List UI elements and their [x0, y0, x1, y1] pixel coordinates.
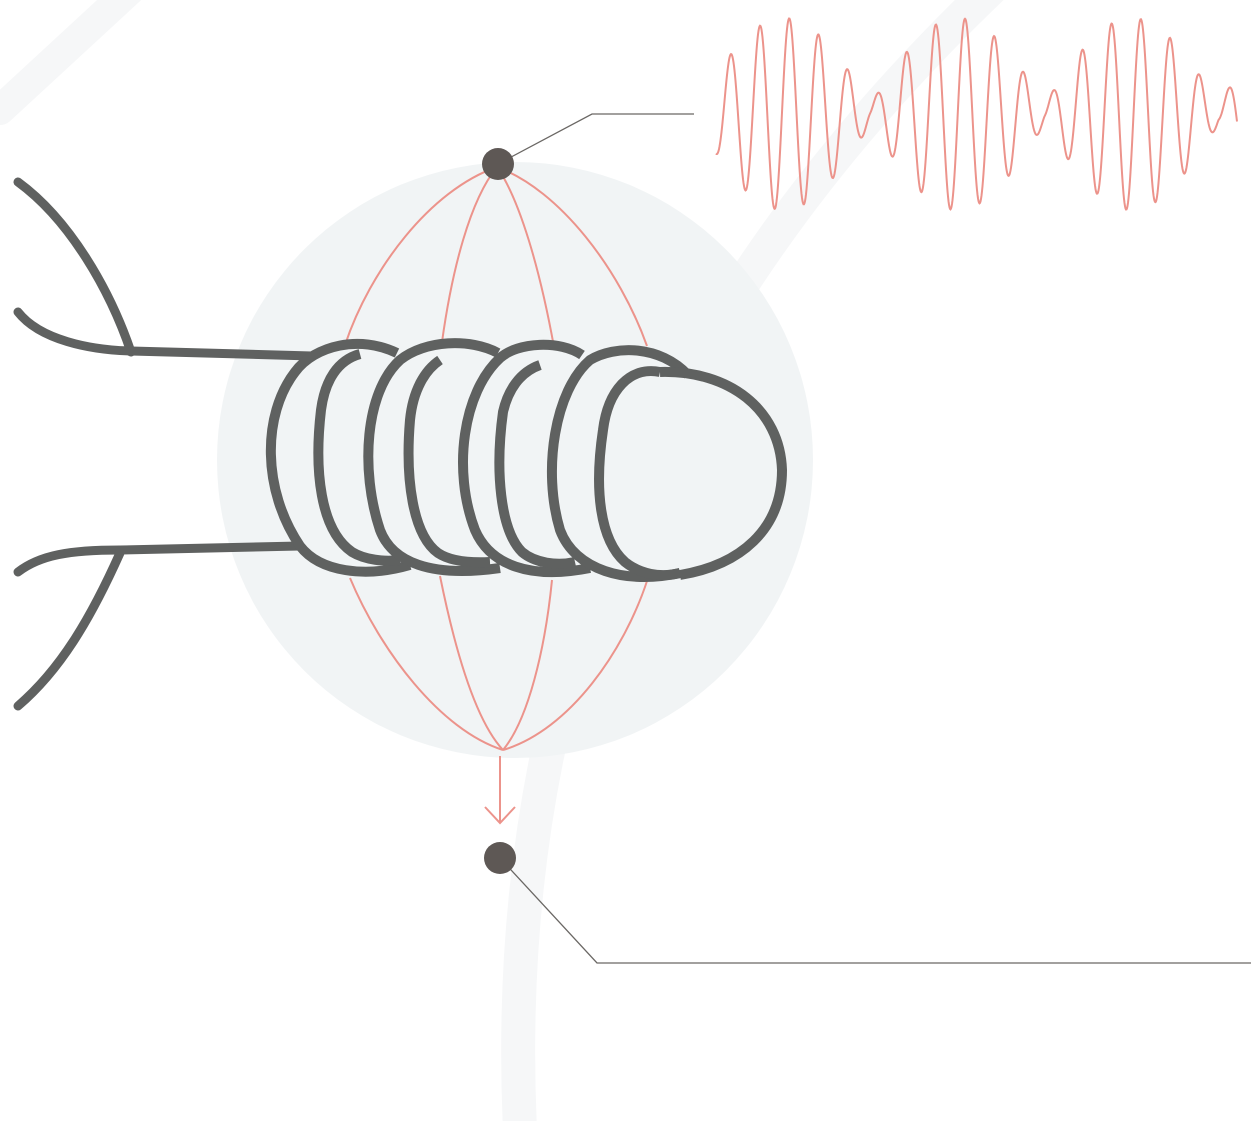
- coil-loop-1-inner: [313, 349, 401, 566]
- coil-end-cap: [659, 366, 787, 580]
- field-halo: [217, 162, 813, 758]
- magnetic-field-lines-icon: [344, 166, 649, 751]
- lead-wire-lower: [115, 541, 305, 555]
- coil-icon: [265, 338, 787, 583]
- field-line-bottom-1: [349, 577, 504, 751]
- field-line-top-1: [344, 166, 498, 346]
- field-line-bottom-3: [502, 579, 553, 751]
- bottom-leader-line: [499, 857, 1251, 964]
- lead-wire-upper-hook: [13, 307, 136, 356]
- coil-loop-3-inner: [494, 360, 577, 569]
- lead-wire-upper-curve: [13, 177, 136, 357]
- field-line-top-2: [441, 166, 498, 343]
- field-line-top-4: [496, 166, 648, 347]
- top-node: [482, 148, 514, 180]
- coil-loop-1: [265, 338, 412, 577]
- coil-loop-3: [458, 339, 591, 578]
- coil-loop-4-inner: [594, 366, 682, 581]
- coil-loop-2-inner: [403, 355, 491, 568]
- bottom-node: [484, 842, 516, 874]
- field-line-bottom-2: [439, 575, 504, 751]
- lead-wire-upper: [126, 346, 317, 361]
- coil-loop-2: [363, 338, 501, 576]
- lead-wire-lower-hook: [13, 545, 125, 577]
- backdrop-stripe-small: [0, 0, 142, 125]
- top-leader-line: [497, 113, 694, 165]
- field-line-bottom-4: [502, 577, 649, 751]
- lead-wire-lower-curve: [13, 548, 125, 711]
- arrow-down-icon: [484, 756, 516, 825]
- lead-wires: [13, 177, 317, 711]
- field-line-top-3: [496, 166, 555, 348]
- sine-wave-icon: [715, 17, 1238, 211]
- coil-loop-4: [546, 345, 692, 583]
